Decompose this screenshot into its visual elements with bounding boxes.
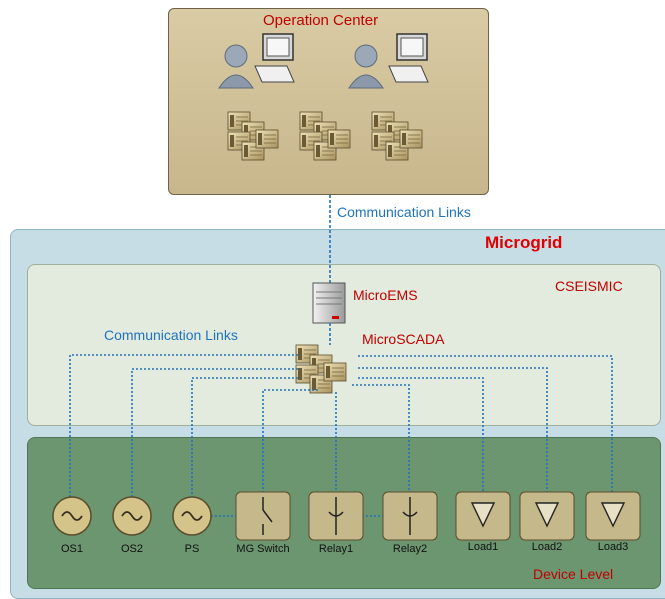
device-relay1-icon bbox=[308, 491, 364, 541]
server-rack-1 bbox=[228, 112, 278, 160]
server-rack-3 bbox=[372, 112, 422, 160]
microgrid-title: Microgrid bbox=[485, 233, 563, 252]
device-ps-icon bbox=[172, 496, 212, 536]
device-ps-label: PS bbox=[184, 543, 200, 555]
microscada-server-icon bbox=[296, 345, 346, 393]
microems-label: MicroEMS bbox=[353, 287, 418, 303]
device-level-title: Device Level bbox=[533, 566, 614, 582]
cseismic-title: CSEISMIC bbox=[555, 278, 623, 294]
operator-workstation-2 bbox=[348, 33, 429, 89]
inner-communication-links-label: Communication Links bbox=[104, 327, 238, 343]
device-load1-icon bbox=[455, 491, 511, 541]
operation-center-title: Operation Center bbox=[263, 12, 379, 29]
device-load2-icon bbox=[519, 491, 575, 541]
device-load2-label: Load2 bbox=[531, 541, 563, 553]
device-load3-label: Load3 bbox=[597, 541, 629, 553]
device-os1-label: OS1 bbox=[60, 543, 83, 555]
device-os2-label: OS2 bbox=[120, 543, 143, 555]
top-communication-links-label: Communication Links bbox=[337, 204, 471, 220]
device-load3-icon bbox=[585, 491, 641, 541]
device-mg-switch-icon bbox=[235, 491, 291, 541]
microems-server-icon bbox=[312, 282, 346, 324]
microscada-label: MicroSCADA bbox=[362, 331, 445, 347]
device-mg-switch-label: MG Switch bbox=[236, 543, 290, 555]
device-relay2-label: Relay2 bbox=[392, 543, 428, 555]
server-rack-2 bbox=[300, 112, 350, 160]
device-relay2-icon bbox=[382, 491, 438, 541]
operation-center-zone bbox=[168, 8, 489, 195]
device-os1-icon bbox=[52, 496, 92, 536]
device-relay1-label: Relay1 bbox=[318, 543, 354, 555]
device-os2-icon bbox=[112, 496, 152, 536]
device-load1-label: Load1 bbox=[467, 541, 499, 553]
operator-workstation-1 bbox=[218, 33, 295, 89]
device-communication-links bbox=[69, 354, 613, 505]
